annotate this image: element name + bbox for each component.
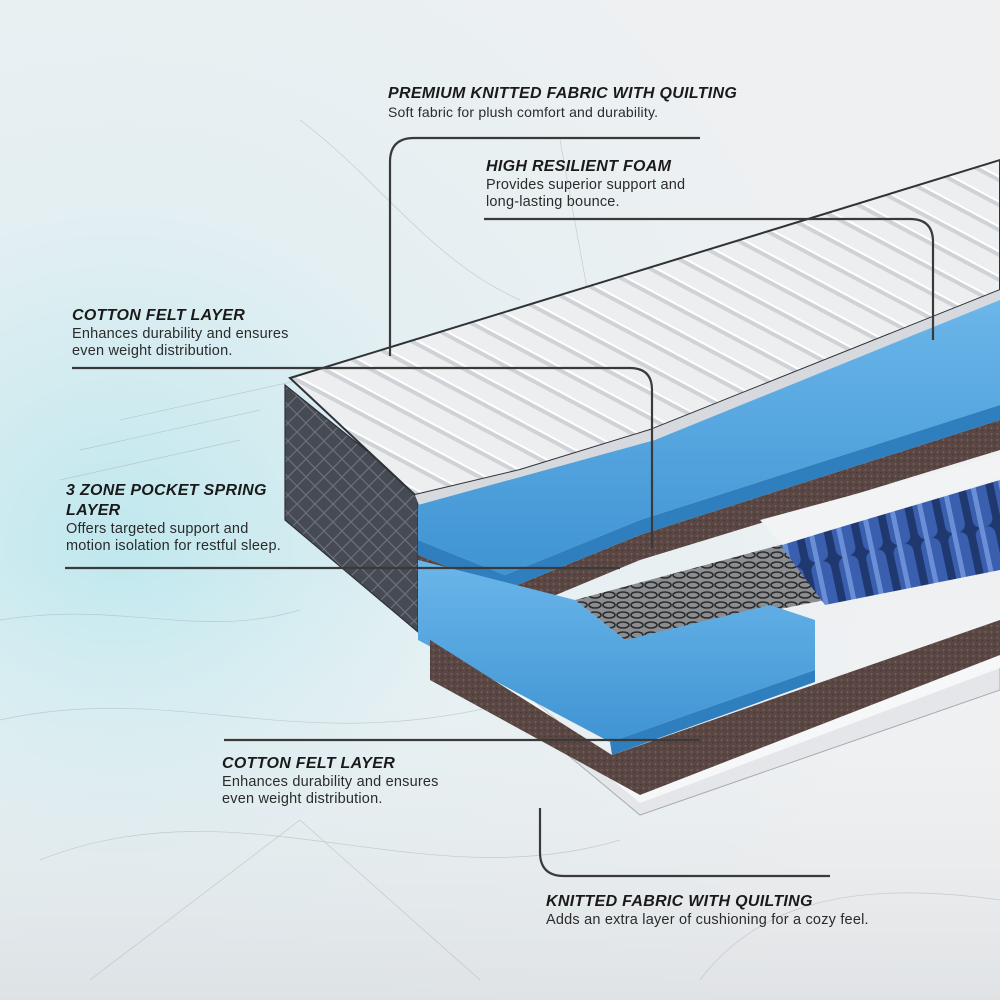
callout-title: KNITTED FABRIC WITH QUILTING <box>546 893 813 910</box>
callout-description: Soft fabric for plush comfort and durabi… <box>388 104 659 120</box>
callout-description: Offers targeted support and <box>66 521 249 537</box>
callout-description: motion isolation for restful sleep. <box>66 538 281 554</box>
callout-title: COTTON FELT LAYER <box>222 755 396 772</box>
callout-description: Enhances durability and ensures <box>72 326 289 342</box>
callout-description: long-lasting bounce. <box>486 194 620 210</box>
callout-description: Enhances durability and ensures <box>222 774 439 790</box>
leader-knitted-fabric <box>538 808 830 878</box>
callout-description: even weight distribution. <box>222 791 383 807</box>
leader-cotton-felt-top <box>72 366 654 548</box>
callout-title: COTTON FELT LAYER <box>72 307 246 324</box>
callout-knitted-fabric-quilting: KNITTED FABRIC WITH QUILTING Adds an ext… <box>546 892 966 929</box>
callout-title: HIGH RESILIENT FOAM <box>486 158 672 175</box>
callout-title: PREMIUM KNITTED FABRIC WITH QUILTING <box>388 85 738 102</box>
leader-lines <box>65 136 935 878</box>
callout-cotton-felt-bottom: COTTON FELT LAYER Enhances durability an… <box>222 754 522 808</box>
mattress <box>284 158 1000 816</box>
callout-premium-knitted-fabric: PREMIUM KNITTED FABRIC WITH QUILTING Sof… <box>388 84 808 121</box>
comfort-foam-layer <box>418 300 1000 575</box>
callout-title: 3 ZONE POCKET SPRING <box>66 482 267 499</box>
callout-title-continued: LAYER <box>66 502 121 519</box>
base-foam-layer <box>418 560 815 742</box>
callout-description: Adds an extra layer of cushioning for a … <box>546 912 869 928</box>
leader-high-resilient-foam <box>484 217 935 340</box>
callout-cotton-felt-top: COTTON FELT LAYER Enhances durability an… <box>72 306 372 360</box>
spring-core <box>575 545 825 640</box>
background-sketch-lines <box>0 119 1000 981</box>
lower-felt-layer <box>430 620 1000 795</box>
leader-premium-fabric <box>388 136 700 356</box>
pocket-springs <box>780 480 1000 605</box>
callout-description: even weight distribution. <box>72 343 233 359</box>
upper-felt-layer <box>418 420 1000 612</box>
callout-description: Provides superior support and <box>486 177 686 193</box>
callout-3-zone-pocket-spring: 3 ZONE POCKET SPRING LAYER Offers target… <box>66 481 366 555</box>
callout-high-resilient-foam: HIGH RESILIENT FOAM Provides superior su… <box>486 157 786 211</box>
